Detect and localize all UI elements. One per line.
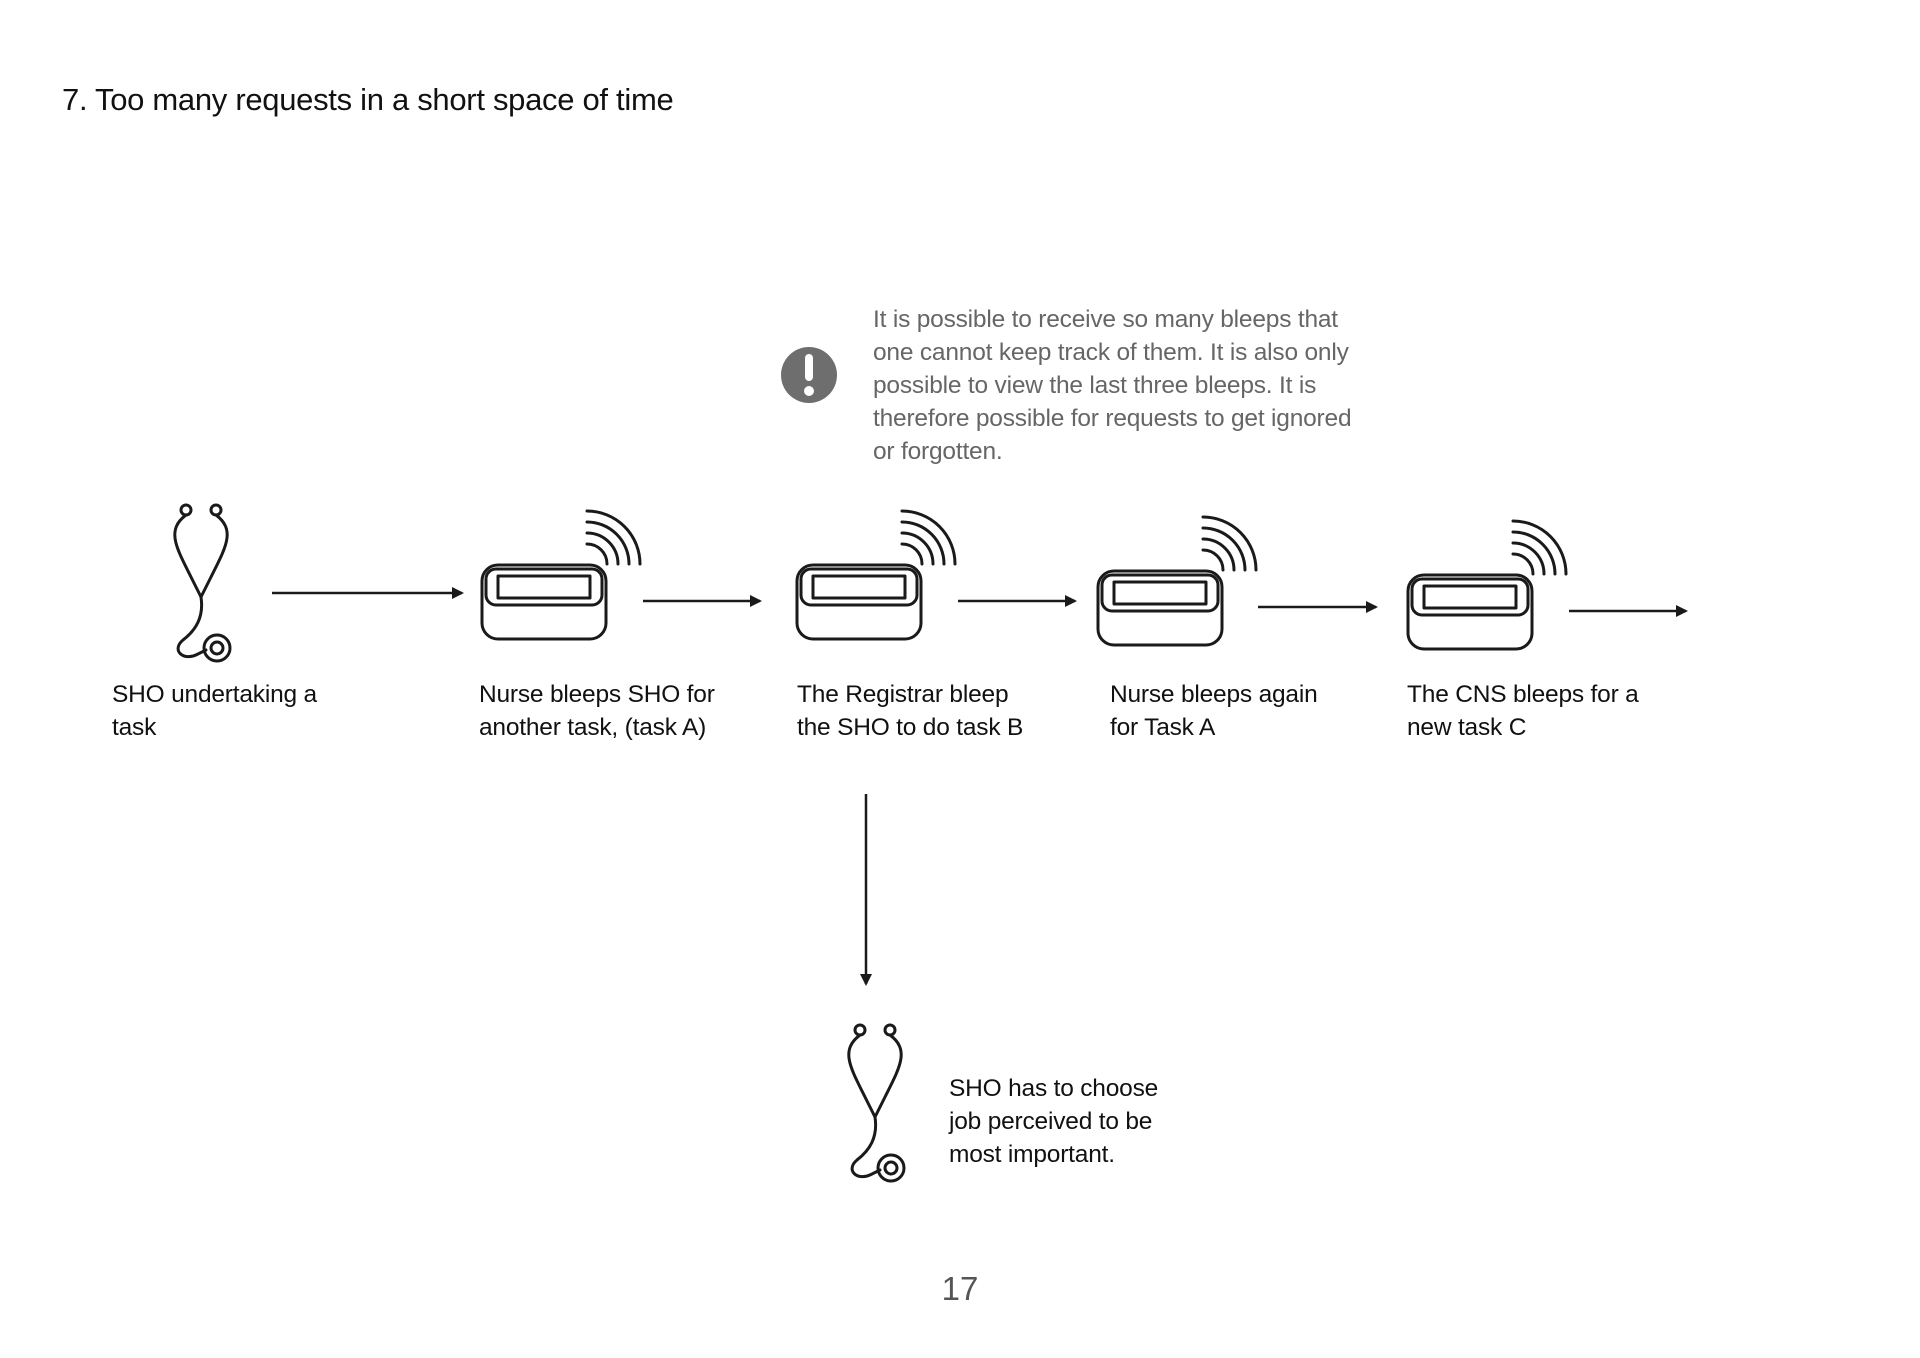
pager-icon bbox=[1096, 515, 1258, 647]
step-label-cns-bleep: The CNS bleeps for a new task C bbox=[1407, 678, 1639, 744]
page-number: 17 bbox=[941, 1270, 979, 1307]
outcome-label: SHO has to choose job perceived to be mo… bbox=[949, 1072, 1158, 1171]
warning-note: It is possible to receive so many bleeps… bbox=[873, 303, 1352, 468]
note-line: one cannot keep track of them. It is als… bbox=[873, 339, 1349, 366]
outcome-label-line: job perceived to be bbox=[949, 1108, 1153, 1135]
exclamation-icon bbox=[781, 347, 837, 403]
outcome-label-line: SHO has to choose bbox=[949, 1075, 1159, 1102]
step-label-line: SHO undertaking a bbox=[112, 681, 317, 708]
note-line: possible to view the last three bleeps. … bbox=[873, 372, 1317, 399]
note-line: It is possible to receive so many bleeps… bbox=[873, 306, 1338, 333]
stethoscope-icon bbox=[173, 503, 232, 663]
step-label-line: The CNS bleeps for a bbox=[1407, 681, 1639, 708]
page-title: 7. Too many requests in a short space of… bbox=[62, 82, 674, 117]
step-label-line: task bbox=[112, 714, 157, 741]
note-line: therefore possible for requests to get i… bbox=[873, 405, 1352, 432]
step-label-line: Nurse bleeps SHO for bbox=[479, 681, 715, 708]
pager-icon bbox=[795, 509, 957, 641]
outcome-label-line: most important. bbox=[949, 1141, 1115, 1168]
step-label-registrar-bleep: The Registrar bleep the SHO to do task B bbox=[797, 678, 1023, 744]
stethoscope-icon bbox=[847, 1023, 906, 1183]
step-label-nurse-again: Nurse bleeps again for Task A bbox=[1110, 678, 1318, 744]
step-label-line: another task, (task A) bbox=[479, 714, 707, 741]
step-label-line: new task C bbox=[1407, 714, 1527, 741]
pager-icon bbox=[1406, 519, 1568, 651]
step-label-line: the SHO to do task B bbox=[797, 714, 1024, 741]
step-label-line: Nurse bleeps again bbox=[1110, 681, 1318, 708]
pager-icon bbox=[480, 509, 642, 641]
step-label-line: The Registrar bleep bbox=[797, 681, 1009, 708]
step-label-line: for Task A bbox=[1110, 714, 1216, 741]
step-label-sho-task: SHO undertaking a task bbox=[112, 678, 317, 744]
note-line: or forgotten. bbox=[873, 438, 1003, 465]
step-label-nurse-bleep: Nurse bleeps SHO for another task, (task… bbox=[479, 678, 715, 744]
